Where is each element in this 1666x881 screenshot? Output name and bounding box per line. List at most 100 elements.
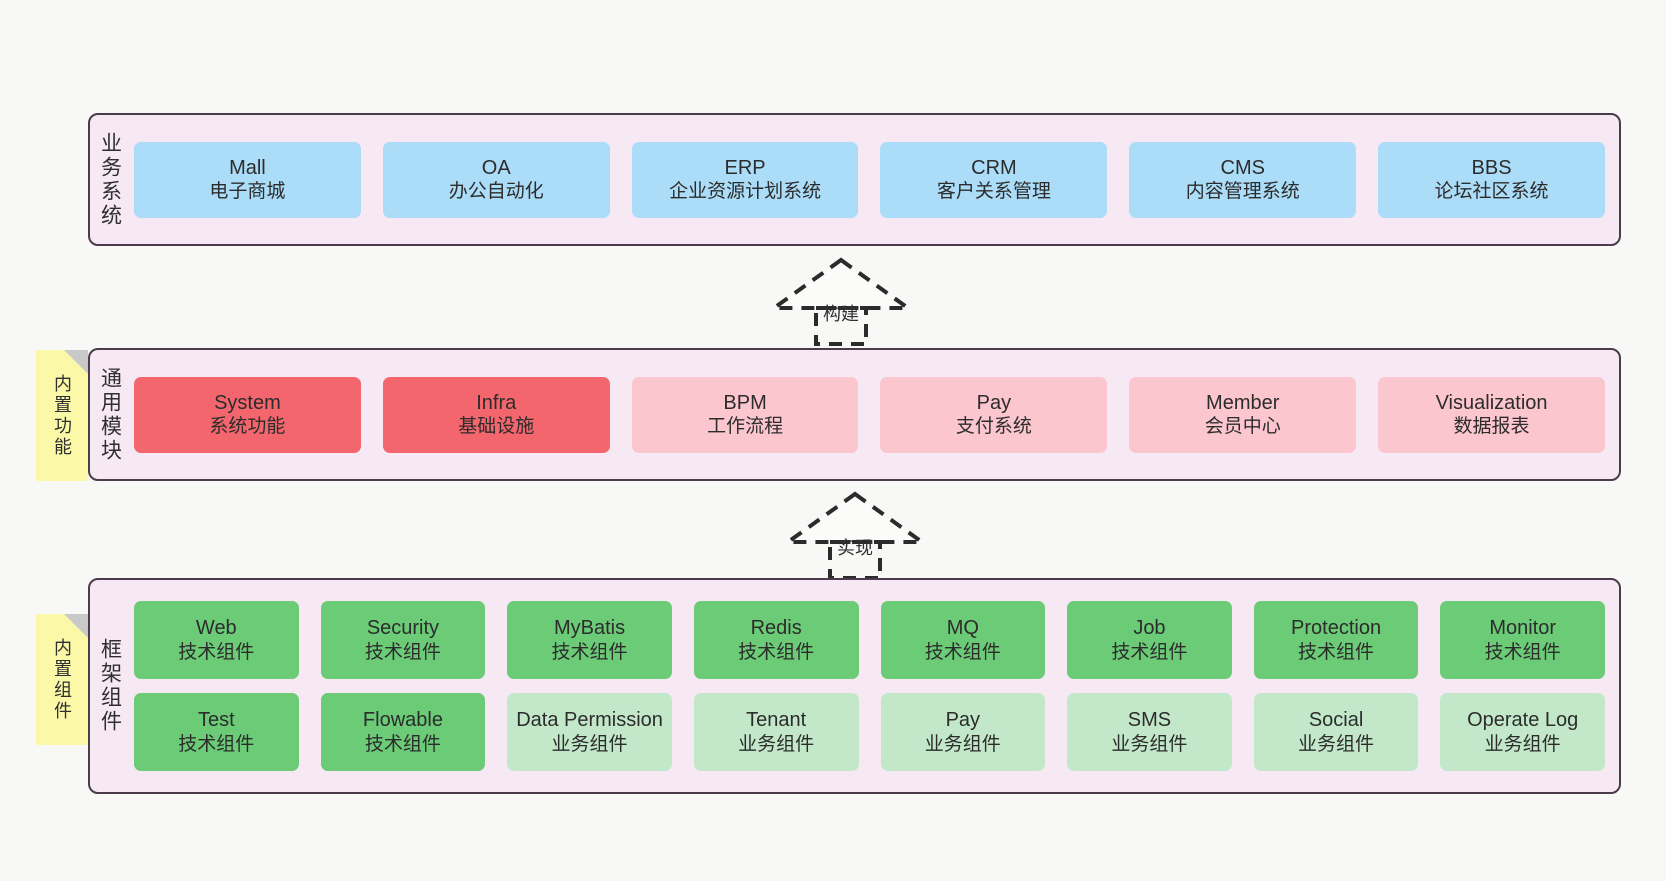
card-title-en: CRM [971,156,1017,179]
card-title-cn: 业务组件 [551,733,628,755]
layer-business-system-title: 业务系统 [90,115,130,244]
card-title-cn: 论坛社区系统 [1434,181,1549,203]
card-title-cn: 技术组件 [178,733,255,755]
card-mybatis[interactable]: MyBatis 技术组件 [507,601,672,679]
card-tenant[interactable]: Tenant 业务组件 [693,693,859,771]
card-title-en: Protection [1291,617,1382,640]
arrow-build-shape [767,257,915,346]
card-sms[interactable]: SMS 业务组件 [1067,693,1232,771]
card-system[interactable]: System 系统功能 [134,376,361,453]
card-title-cn: 技术组件 [364,733,441,755]
card-title-en: CMS [1220,156,1265,179]
card-title-cn: 业务组件 [1298,733,1375,755]
card-social[interactable]: Social 业务组件 [1253,693,1419,771]
card-member[interactable]: Member 会员中心 [1129,376,1357,453]
layer-framework-components-body: Web 技术组件 Security 技术组件 MyBatis 技术组件 Redi… [130,580,1619,792]
card-bpm[interactable]: BPM 工作流程 [631,376,859,453]
card-data-permission[interactable]: Data Permission 业务组件 [507,693,672,771]
card-title-en: Pay [976,391,1012,414]
arrow-implement-label: 实现 [837,538,873,558]
card-title-en: MQ [946,617,979,640]
card-monitor[interactable]: Monitor 技术组件 [1440,601,1605,679]
card-title-en: BPM [723,391,767,414]
card-title-en: Visualization [1435,391,1548,414]
card-flowable[interactable]: Flowable 技术组件 [320,693,486,771]
card-cms[interactable]: CMS 内容管理系统 [1129,141,1357,218]
card-title-cn: 内容管理系统 [1185,181,1300,203]
card-title-en: ERP [724,156,766,179]
card-title-cn: 业务组件 [1111,733,1188,755]
page-fold-icon [64,350,88,374]
card-web[interactable]: Web 技术组件 [134,601,299,679]
card-title-en: Web [195,617,237,640]
layer-common-modules: 通用模块 System 系统功能 Infra 基础设施 BPM 工作流程 Pay [88,348,1621,481]
card-title-en: MyBatis [554,617,626,640]
card-title-cn: 业务组件 [1484,733,1561,755]
card-bbs[interactable]: BBS 论坛社区系统 [1378,141,1605,218]
card-pay-module[interactable]: Pay 支付系统 [880,376,1108,453]
card-title-en: Mall [229,156,266,179]
card-redis[interactable]: Redis 技术组件 [693,601,859,679]
card-operate-log[interactable]: Operate Log 业务组件 [1440,693,1605,771]
card-title-cn: 支付系统 [955,416,1032,438]
sticky-note-builtin-components: 内置组件 [36,614,88,745]
layer-business-system: 业务系统 Mall 电子商城 OA 办公自动化 ERP 企业资源计划系统 CRM [88,113,1621,246]
layer-title-text: 框架组件 [98,638,122,734]
card-mq[interactable]: MQ 技术组件 [880,601,1046,679]
card-title-en: BBS [1471,156,1512,179]
arrow-build-label: 构建 [823,304,859,324]
layer-business-system-body: Mall 电子商城 OA 办公自动化 ERP 企业资源计划系统 CRM 客户关系… [130,115,1619,244]
card-protection[interactable]: Protection 技术组件 [1253,601,1419,679]
card-title-en: Pay [945,709,981,732]
generalization-arrow-implement: 实现 [772,491,938,580]
card-title-cn: 系统功能 [209,416,286,438]
card-security[interactable]: Security 技术组件 [320,601,486,679]
card-oa[interactable]: OA 办公自动化 [382,141,610,218]
card-title-en: Job [1133,617,1166,640]
card-visualization[interactable]: Visualization 数据报表 [1378,376,1605,453]
card-title-en: System [214,391,281,414]
card-title-en: Tenant [746,709,807,732]
page-fold-icon [64,614,88,638]
layer-common-modules-body: System 系统功能 Infra 基础设施 BPM 工作流程 Pay 支付系统… [130,350,1619,479]
layer-title-text: 业务系统 [98,131,122,228]
card-row: Web 技术组件 Security 技术组件 MyBatis 技术组件 Redi… [134,601,1605,679]
layer-framework-components-title: 框架组件 [90,580,130,792]
card-title-cn: 业务组件 [924,733,1001,755]
card-title-cn: 技术组件 [551,641,628,663]
card-row: Mall 电子商城 OA 办公自动化 ERP 企业资源计划系统 CRM 客户关系… [134,141,1605,218]
card-title-cn: 工作流程 [707,416,784,438]
card-title-cn: 基础设施 [458,416,535,438]
layer-framework-components: 框架组件 Web 技术组件 Security 技术组件 MyBatis 技术组件… [88,578,1621,794]
card-title-en: Member [1206,391,1280,414]
card-crm[interactable]: CRM 客户关系管理 [880,141,1108,218]
card-title-en: Test [197,709,235,732]
card-title-en: Monitor [1489,617,1557,640]
card-title-cn: 业务组件 [738,733,815,755]
card-test[interactable]: Test 技术组件 [134,693,299,771]
card-title-en: Infra [476,391,517,414]
card-row: System 系统功能 Infra 基础设施 BPM 工作流程 Pay 支付系统… [134,376,1605,453]
card-title-en: Operate Log [1467,709,1579,732]
card-title-cn: 办公自动化 [448,181,544,203]
card-title-en: OA [481,156,511,179]
card-title-en: Redis [750,617,802,640]
sticky-note-text: 内置功能 [52,373,72,458]
card-job[interactable]: Job 技术组件 [1067,601,1232,679]
card-mall[interactable]: Mall 电子商城 [134,141,361,218]
card-infra[interactable]: Infra 基础设施 [382,376,610,453]
card-erp[interactable]: ERP 企业资源计划系统 [631,141,859,218]
sticky-note-text: 内置组件 [52,637,72,722]
card-title-cn: 数据报表 [1453,416,1530,438]
generalization-arrow-build: 构建 [758,257,924,346]
card-title-cn: 技术组件 [1298,641,1375,663]
card-title-cn: 技术组件 [1111,641,1188,663]
card-title-cn: 电子商城 [209,181,286,203]
layer-common-modules-title: 通用模块 [90,350,130,479]
card-title-en: Flowable [362,709,443,732]
card-title-en: SMS [1127,709,1172,732]
card-title-en: Data Permission [516,709,663,732]
card-title-cn: 技术组件 [178,641,255,663]
card-pay-component[interactable]: Pay 业务组件 [880,693,1046,771]
